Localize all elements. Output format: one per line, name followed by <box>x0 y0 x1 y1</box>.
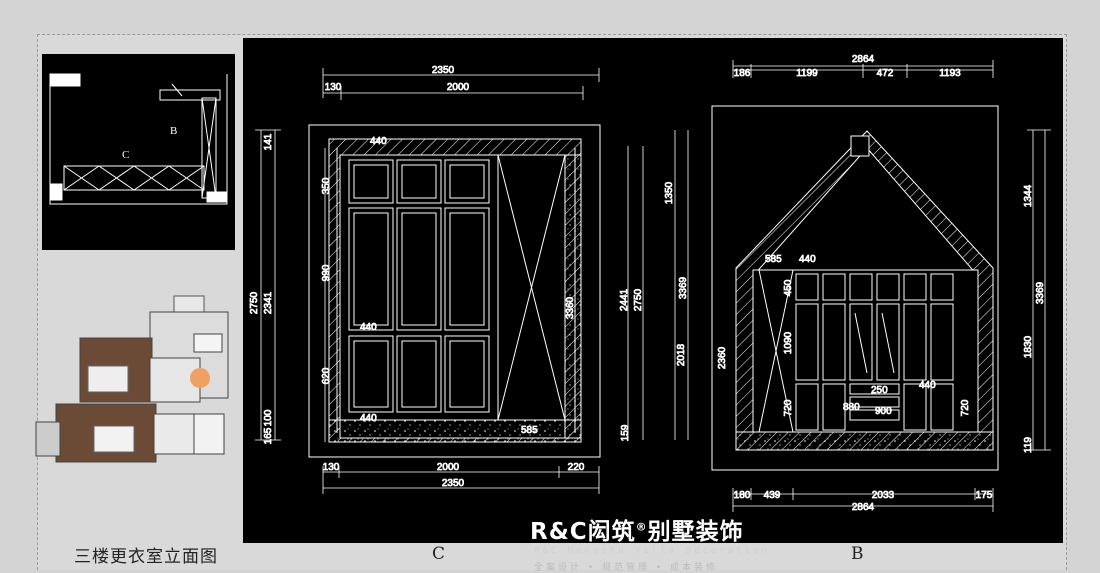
b-dim-right-119: 119 <box>1023 437 1034 453</box>
c-dim-right-3369: 3369 <box>678 276 689 299</box>
b-dim-inner-585: 585 <box>765 254 782 265</box>
c-dim-right-1350: 1350 <box>664 181 675 204</box>
c-dim-right-2441: 2441 <box>619 288 630 311</box>
c-dim-inner-440-mid: 440 <box>360 322 377 333</box>
c-dim-bottom-130: 130 <box>323 462 340 473</box>
elevation-c-dimensions: 2350 130 2000 130 2000 220 2350 440 440 … <box>249 65 689 494</box>
c-dim-bottom-total: 2350 <box>442 478 465 489</box>
elevation-c <box>308 124 601 458</box>
c-dim-top-130: 130 <box>325 82 342 93</box>
b-dim-top-1199: 1199 <box>796 68 818 79</box>
b-dim-bottom-2033: 2033 <box>872 490 895 501</box>
b-dim-inner-440: 440 <box>799 254 816 265</box>
c-dim-inner-585: 585 <box>521 425 538 436</box>
b-dim-inner-900: 900 <box>875 406 892 417</box>
b-dim-right-1830: 1830 <box>1023 335 1034 358</box>
b-dim-bottom-total: 2864 <box>852 502 875 513</box>
c-dim-left-141: 141 <box>263 133 274 150</box>
brand-logo: R&C闳筑®别墅装饰 <box>530 512 744 546</box>
b-dim-inner-880: 880 <box>843 402 860 413</box>
b-dim-inner-450: 450 <box>783 279 794 296</box>
b-dim-bottom-439: 439 <box>764 490 781 501</box>
c-dim-bottom-2000: 2000 <box>437 462 460 473</box>
b-dim-inner-440b: 440 <box>919 380 936 391</box>
c-dim-right-159: 159 <box>620 424 631 441</box>
c-dim-left-620: 620 <box>321 367 332 384</box>
b-dim-inner-2360: 2360 <box>717 346 728 369</box>
c-dim-right-2018: 2018 <box>676 343 687 366</box>
elevation-b-dimensions: 2864 186 1199 472 1193 180 439 2033 175 … <box>717 54 1051 513</box>
logo-reg: ® <box>635 520 648 534</box>
c-dim-left-350: 350 <box>321 177 332 194</box>
key-plan: B C <box>42 54 235 250</box>
b-dim-bottom-180: 180 <box>734 490 751 501</box>
c-dim-inner-440-top: 440 <box>370 136 387 147</box>
c-dim-right-2750: 2750 <box>633 288 644 311</box>
logo-tagline: 全案设计 • 规范管理 • 成本装修 <box>534 563 719 573</box>
b-dim-top-total: 2864 <box>852 54 875 65</box>
b-dim-right-1344: 1344 <box>1023 184 1034 207</box>
b-dim-right-3369: 3369 <box>1035 281 1046 304</box>
c-dim-left-100: 100 <box>263 409 274 426</box>
c-dim-left-2341: 2341 <box>263 291 274 314</box>
keyplan-label-b: B <box>170 125 177 137</box>
c-dim-left-990: 990 <box>321 264 332 281</box>
caption-elevation-c: C <box>432 544 446 564</box>
logo-rest: 别墅装饰 <box>647 519 744 545</box>
logo-subtitle: R&C Hongzhu Villa Decoration <box>534 546 770 556</box>
b-dim-top-186: 186 <box>734 68 751 79</box>
c-dim-inner-3360: 3360 <box>565 296 576 319</box>
elevation-b <box>711 105 999 471</box>
c-dim-bottom-220: 220 <box>568 462 585 473</box>
c-dim-inner-440-bot: 440 <box>360 413 377 424</box>
b-dim-bottom-175: 175 <box>976 490 993 501</box>
c-dim-top-2000: 2000 <box>447 82 470 93</box>
logo-main: R&C闳筑 <box>530 519 636 545</box>
b-dim-inner-1090: 1090 <box>783 331 794 354</box>
b-dim-inner-720a: 720 <box>783 399 794 416</box>
b-dim-top-472: 472 <box>877 68 894 79</box>
b-dim-inner-720b: 720 <box>960 399 971 416</box>
keyplan-label-c: C <box>122 149 129 161</box>
caption-elevation-b: B <box>851 544 864 564</box>
elevation-drawings: 2350 130 2000 130 2000 220 2350 440 440 … <box>243 38 1063 543</box>
drawing-title: 三楼更衣室立面图 <box>74 547 218 567</box>
c-dim-top-total: 2350 <box>432 65 455 76</box>
floor-plan-thumbnail <box>34 294 246 476</box>
b-dim-inner-250: 250 <box>871 385 888 396</box>
c-dim-left-165: 165 <box>263 427 274 444</box>
b-dim-top-1193: 1193 <box>939 68 961 79</box>
c-dim-left-2750: 2750 <box>249 291 260 314</box>
